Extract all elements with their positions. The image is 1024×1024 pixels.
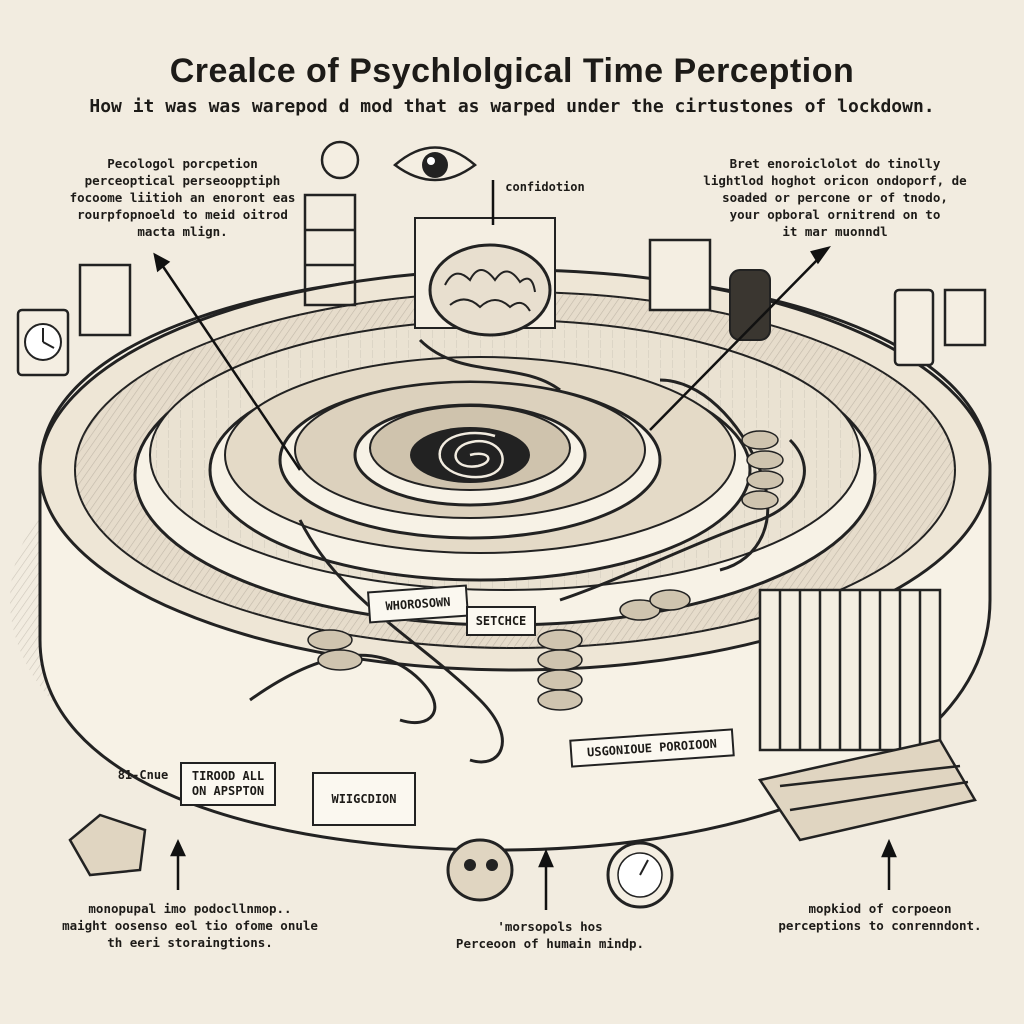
shelf-illustration bbox=[303, 140, 360, 307]
cage-illustration bbox=[757, 588, 977, 842]
diagram-subtitle: How it was was warepod d mod that as war… bbox=[89, 96, 935, 117]
diagram-title: Crealce of Psychlolgical Time Perception bbox=[169, 52, 855, 90]
annotation-arrows bbox=[153, 180, 897, 910]
annotation-top-left: Pecologol porcpetion perceoptical perseo… bbox=[69, 156, 296, 239]
annotation-top-right: Bret enoroiclolot do tinolly lightlod ho… bbox=[703, 156, 967, 239]
head-illustration bbox=[446, 838, 514, 902]
annotation-bottom-center: 'morsopols hos Perceoon of humain mindp. bbox=[455, 919, 645, 951]
vortex-center bbox=[410, 427, 530, 483]
annotation-bottom-left: monopupal imo podocllnmop.. maight oosen… bbox=[62, 901, 318, 950]
poster-right bbox=[943, 288, 987, 347]
label-outer-3: WIIGCDION bbox=[312, 772, 416, 826]
poster-right-2 bbox=[893, 288, 935, 367]
annotation-bottom-right: mopkiod of corpoeon perceptions to conre… bbox=[778, 901, 982, 933]
label-inner-ring-2: SETCHCE bbox=[466, 606, 536, 636]
annotation-top-center: confidotion bbox=[505, 180, 585, 194]
door-right bbox=[729, 269, 771, 341]
label-outer-1: 81-Cnue bbox=[117, 768, 169, 782]
clock-bottom bbox=[606, 841, 674, 909]
label-outer-2: TIROOD ALL ON APSPTON bbox=[180, 762, 276, 806]
box-illustration bbox=[68, 813, 147, 877]
coils bbox=[249, 338, 806, 764]
brain-illustration bbox=[414, 217, 556, 337]
frame-right bbox=[648, 238, 712, 312]
coil-bands bbox=[307, 430, 784, 711]
eye-illustration bbox=[393, 146, 477, 182]
clock-left bbox=[16, 308, 70, 377]
poster-left bbox=[78, 263, 132, 337]
